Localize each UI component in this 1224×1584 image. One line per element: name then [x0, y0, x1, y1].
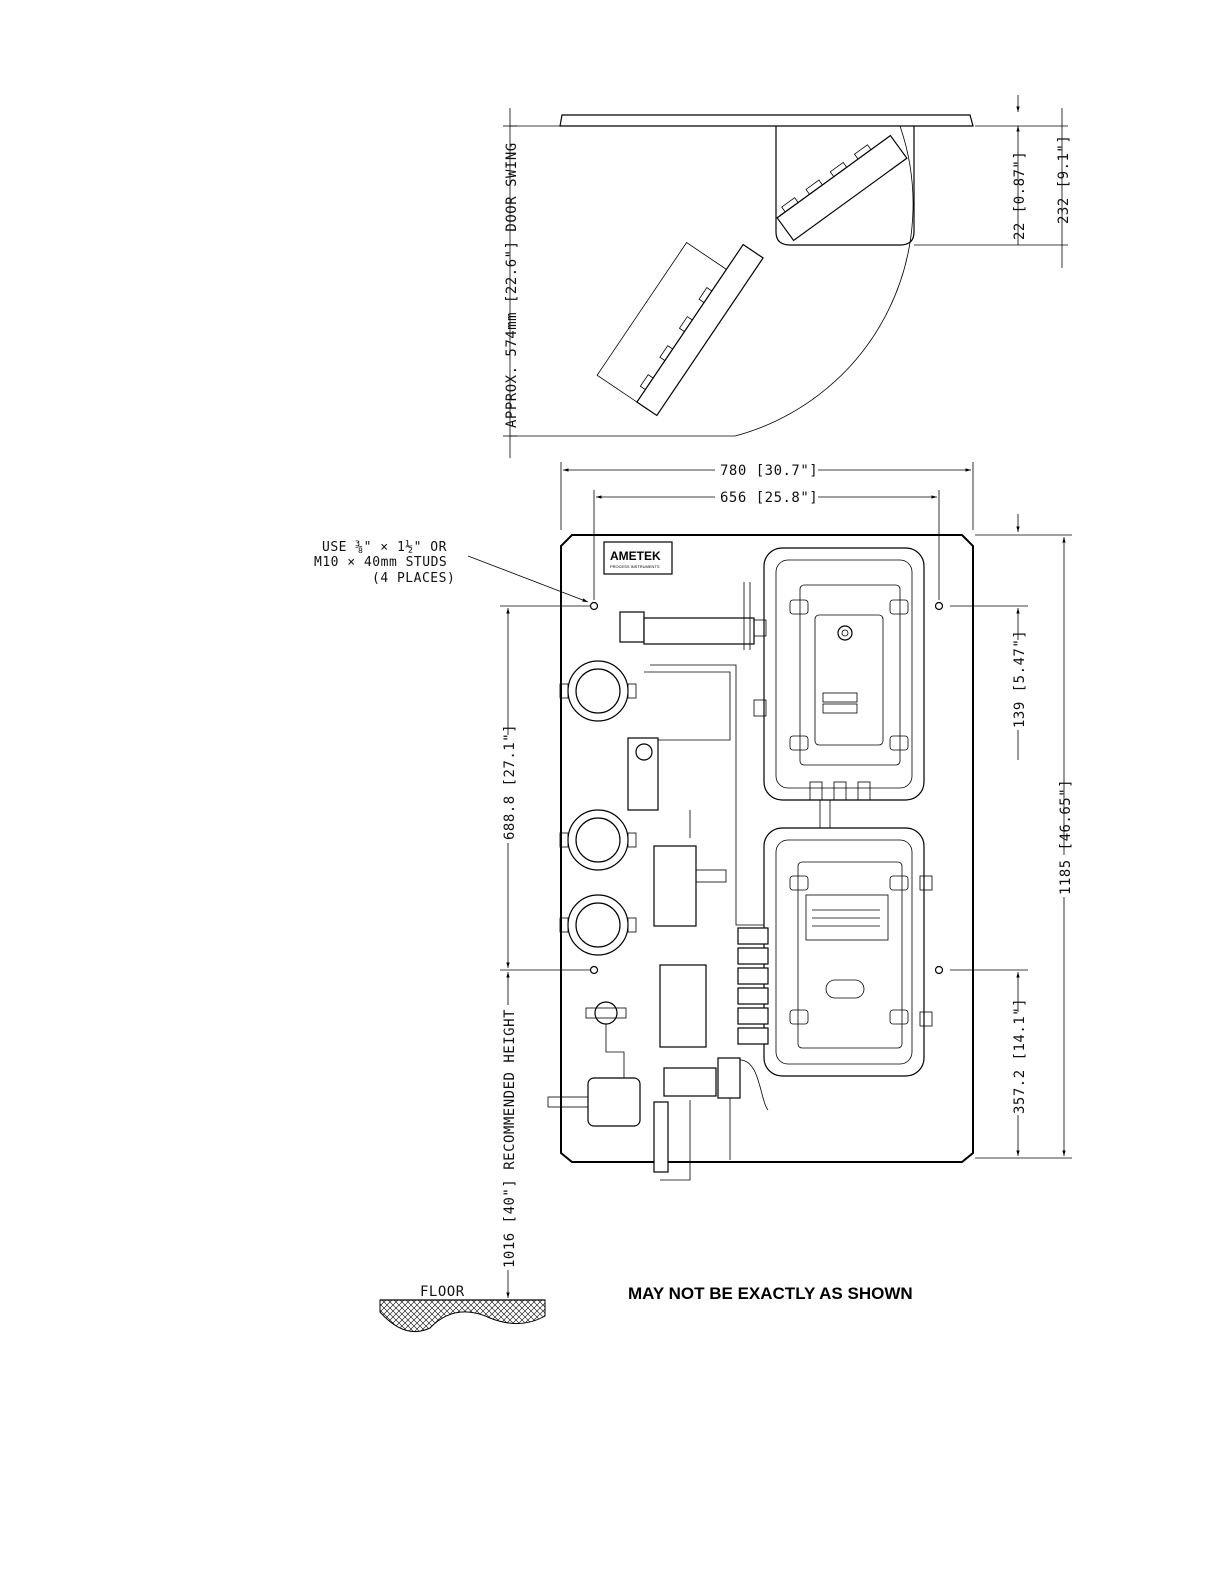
front-view: 780 [30.7"] 656 [25.8"] 139 [5.47"] 357.…	[314, 462, 1074, 1298]
flowmeter	[654, 1102, 668, 1172]
dim-1185: 1185 [46.65"]	[1058, 779, 1074, 895]
check-valve	[595, 1002, 617, 1024]
door-swing-dim: APPROX. 574mm [22.6"] DOOR SWING	[504, 142, 520, 428]
dim-780: 780 [30.7"]	[720, 463, 818, 479]
lower-enclosure	[764, 828, 932, 1076]
stud-note-line-3: (4 PLACES)	[372, 571, 455, 586]
stud-note-line-1: USE ⅜" × 1½" OR	[322, 540, 447, 555]
stud-note-line-2: M10 × 40mm STUDS	[314, 555, 447, 570]
sensor-head	[620, 612, 644, 642]
probe-tube	[644, 618, 754, 644]
pump	[588, 1078, 640, 1126]
round-instrument-2	[560, 810, 636, 870]
dim-357: 357.2 [14.1"]	[1012, 998, 1028, 1114]
top-view: APPROX. 574mm [22.6"] DOOR SWING 22 [0.8…	[503, 95, 1072, 458]
cell-assembly	[660, 965, 706, 1047]
round-instrument-1	[560, 661, 636, 721]
dim-688: 688.8 [27.1"]	[502, 724, 518, 840]
dim-022: 22 [0.87"]	[1012, 151, 1028, 240]
dim-139: 139 [5.47"]	[1012, 630, 1028, 728]
upper-enclosure	[754, 548, 924, 800]
dim-recommended-height: 1016 [40"] RECOMMENDED HEIGHT	[502, 1009, 518, 1268]
disclaimer-caption: MAY NOT BE EXACTLY AS SHOWN	[628, 1284, 913, 1303]
dim-656: 656 [25.8"]	[720, 490, 818, 506]
regulator	[628, 738, 658, 810]
ametek-logo: AMETEK PROCESS INSTRUMENTS	[604, 542, 672, 574]
floor-symbol: FLOOR	[380, 1284, 545, 1332]
svg-text:PROCESS INSTRUMENTS: PROCESS INSTRUMENTS	[610, 564, 660, 569]
dim-232: 232 [9.1"]	[1056, 135, 1072, 224]
round-instrument-3	[560, 895, 636, 955]
floor-label: FLOOR	[420, 1284, 465, 1300]
filter-block	[654, 846, 696, 926]
svg-text:AMETEK: AMETEK	[610, 549, 661, 563]
solenoid-valve	[664, 1068, 716, 1096]
